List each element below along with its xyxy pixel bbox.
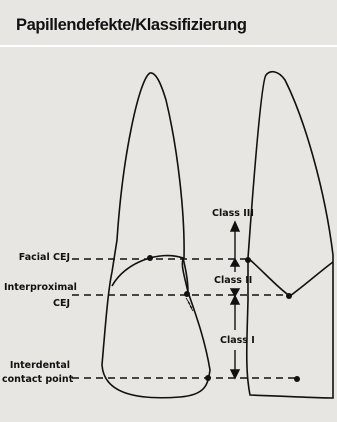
interproximal-cej-dot-left (184, 291, 190, 297)
interproximal-cej-dot-right (286, 293, 292, 299)
facial-cej-dot-left (147, 255, 153, 261)
right-tooth-crown-outline (247, 72, 333, 398)
contact-point-dot-left (205, 375, 211, 381)
left-tooth-crown-outline (102, 73, 210, 398)
interproximal-cej-label-line2: CEJ (4, 298, 70, 309)
interproximal-cej-label-line1: Interproximal (4, 282, 70, 293)
contact-point-label-line1: Interdental (2, 360, 70, 371)
left-tooth-cej-curve (112, 256, 188, 292)
class-arrows (231, 222, 239, 378)
facial-cej-dot-right (245, 257, 251, 263)
class-3-label: Class III (212, 208, 254, 219)
class-1-label: Class I (220, 335, 255, 346)
facial-cej-label: Facial CEJ (10, 252, 70, 263)
class-2-label: Class II (214, 275, 252, 286)
contact-point-label-line2: contact point (2, 374, 70, 385)
contact-point-dot-right (294, 376, 300, 382)
right-tooth-cej-curve (248, 258, 333, 296)
